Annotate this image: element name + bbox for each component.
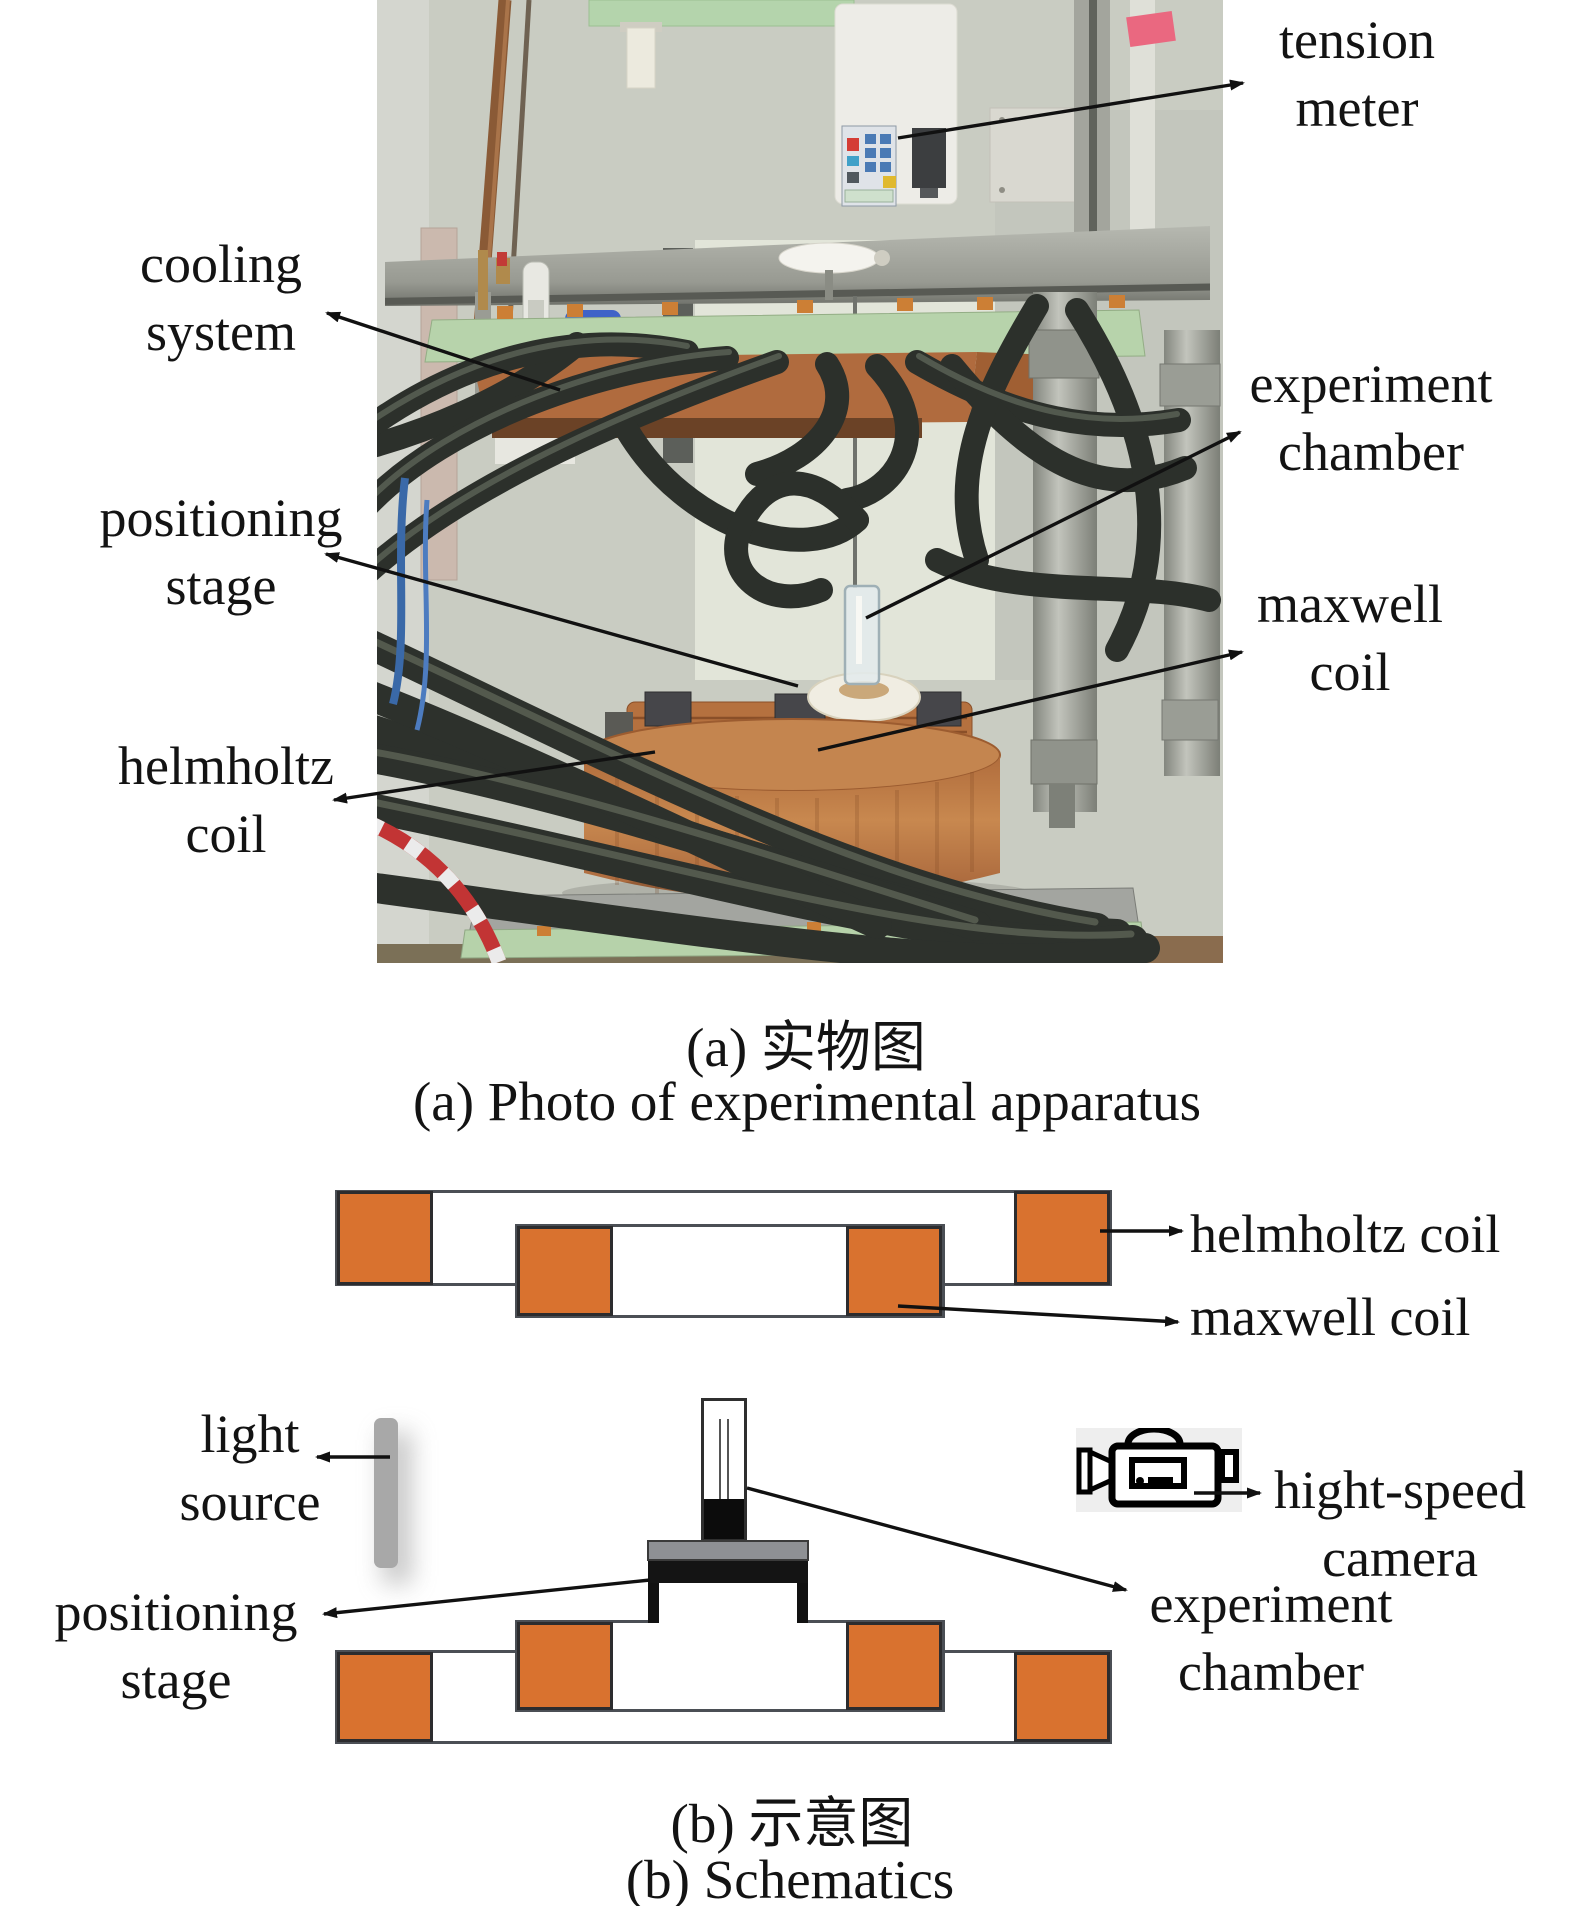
helmholtz-coil-block-top-left [337, 1191, 433, 1285]
helmholtz-coil-block-bottom-right [1014, 1652, 1110, 1742]
stage-gray-plate [647, 1540, 809, 1561]
label-high-speed-camera: hight-speed camera [1274, 1460, 1526, 1588]
stage-stand [648, 1583, 808, 1623]
label-helmholtz-coil-b: helmholtz coil [1190, 1204, 1501, 1264]
pink-tape [1126, 10, 1176, 48]
label-cooling-system: cooling system [140, 234, 302, 362]
steel-column-1 [1028, 292, 1100, 828]
maxwell-coil-block-top-right [846, 1226, 942, 1316]
hanging-rod [853, 296, 857, 588]
label-experiment-chamber-b: experiment chamber [1149, 1574, 1393, 1702]
steel-column-2 [1159, 330, 1221, 776]
white-pipe [626, 27, 656, 89]
label-experiment-chamber-a: experiment chamber [1249, 354, 1493, 482]
apparatus-photo [377, 0, 1223, 963]
label-positioning-stage-a: positioning stage [99, 488, 343, 616]
helmholtz-coil-block-bottom-left [337, 1652, 433, 1742]
label-light-source: light source [179, 1404, 321, 1532]
label-helmholtz-coil-a: helmholtz coil [118, 736, 334, 864]
spindle [778, 242, 880, 274]
light-source-bar [374, 1418, 398, 1568]
experiment-chamber-photo [843, 584, 881, 686]
arrow-positioning-stage-b [322, 1578, 651, 1619]
label-maxwell-coil-a: maxwell coil [1257, 574, 1443, 702]
maxwell-coil-block-top-left [517, 1226, 613, 1316]
sample-liquid [704, 1499, 744, 1539]
capillary [719, 1419, 729, 1503]
caption-b-en: (b) Schematics [625, 1849, 955, 1906]
maxwell-coil-block-bottom-right [846, 1622, 942, 1710]
stage-black-plate [648, 1561, 808, 1583]
label-maxwell-coil-b: maxwell coil [1190, 1287, 1471, 1347]
caption-b-zh: (b) 示意图 [670, 1793, 914, 1854]
schematic-chamber-tube [701, 1398, 747, 1542]
meter-side-box [912, 128, 946, 188]
high-speed-camera-icon [1076, 1425, 1242, 1512]
label-tension-meter: tension meter [1279, 10, 1435, 138]
label-positioning-stage-b: positioning stage [54, 1582, 298, 1710]
maxwell-coil-block-bottom-left [517, 1622, 613, 1710]
caption-a-en: (a) Photo of experimental apparatus [412, 1071, 1202, 1132]
helmholtz-coil-block-top-right [1014, 1191, 1110, 1285]
caption-a-zh: (a) 实物图 [686, 1017, 926, 1078]
